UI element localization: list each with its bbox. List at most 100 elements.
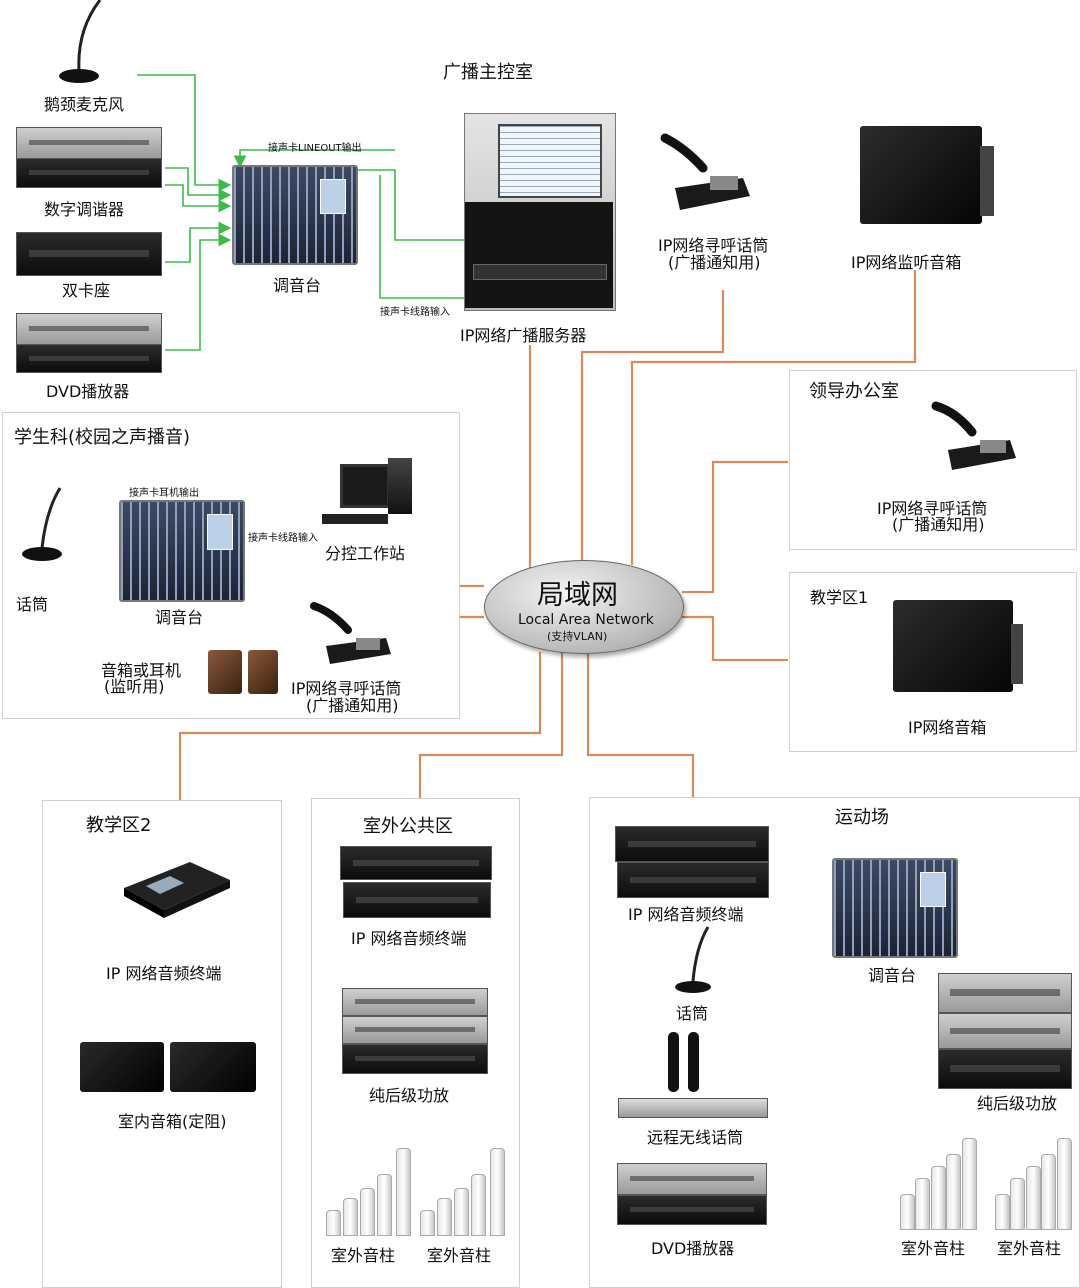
outdoor-amp-label: 纯后级功放	[369, 1086, 450, 1105]
stadium-column-group-1	[900, 1138, 980, 1230]
lineout-note: 接声卡LINEOUT输出	[268, 143, 362, 154]
dual-deck-label: 双卡座	[62, 281, 111, 300]
stadium-column-label-1: 室外音柱	[901, 1239, 966, 1258]
stadium-dvd-rear	[617, 1195, 767, 1225]
dvd-player-rear	[16, 344, 162, 373]
tuner-rear	[16, 158, 162, 188]
wireless-mic-label: 远程无线话筒	[647, 1128, 744, 1147]
server-device	[464, 113, 616, 311]
monitor-speaker-label: IP网络监听音箱	[851, 253, 962, 272]
server-label: IP网络广播服务器	[460, 326, 587, 345]
outdoor-column-label-1: 室外音柱	[331, 1246, 396, 1265]
column-speaker-icon	[471, 1174, 486, 1236]
column-speaker-icon	[962, 1138, 977, 1230]
column-speaker-icon	[1010, 1178, 1025, 1230]
column-speaker-icon	[437, 1198, 452, 1236]
leader-office-panel	[789, 370, 1077, 550]
indoor-speaker-icon	[80, 1042, 164, 1092]
control-mixer-device	[232, 165, 358, 265]
stadium-mic-label: 话筒	[676, 1004, 709, 1023]
network-wires	[178, 270, 917, 830]
stadium-terminal-device	[615, 826, 769, 862]
gooseneck-mic-icon	[55, 0, 105, 88]
paging-mic-icon	[655, 128, 755, 216]
stadium-amp-device	[938, 973, 1072, 1013]
control-room-title: 广播主控室	[443, 62, 533, 83]
student-mixer-label: 调音台	[155, 608, 204, 627]
teaching1-speaker-icon	[893, 600, 1023, 692]
column-speaker-icon	[490, 1148, 505, 1236]
stadium-column-label-2: 室外音柱	[997, 1239, 1062, 1258]
gooseneck-mic-label: 鹅颈麦克风	[44, 95, 125, 114]
student-mixer-device	[119, 500, 245, 602]
column-speaker-icon	[1041, 1154, 1056, 1230]
tuner-device	[16, 127, 162, 159]
outdoor-title: 室外公共区	[363, 816, 453, 837]
column-speaker-icon	[1057, 1138, 1072, 1230]
stadium-terminal-label: IP 网络音频终端	[628, 905, 744, 924]
student-speaker-sublabel: (监听用)	[104, 677, 165, 696]
teaching1-speaker-label: IP网络音箱	[908, 718, 987, 737]
paging-mic-label: IP网络寻呼话筒	[658, 236, 769, 255]
outdoor-amp-rear	[342, 1044, 488, 1074]
outdoor-column-group-1	[326, 1148, 412, 1236]
teaching2-title: 教学区2	[86, 815, 152, 836]
tuner-label: 数字调谐器	[44, 200, 125, 219]
column-speaker-icon	[946, 1154, 961, 1230]
column-speaker-icon	[377, 1174, 392, 1236]
column-speaker-icon	[326, 1210, 341, 1236]
student-speaker-icon	[208, 650, 242, 694]
teaching2-terminal-label: IP 网络音频终端	[106, 964, 222, 983]
stadium-amp-device-2	[938, 1013, 1072, 1049]
teaching1-title: 教学区1	[810, 588, 869, 607]
workstation-label: 分控工作站	[325, 544, 406, 563]
teaching2-terminal-icon	[120, 858, 232, 920]
stadium-dvd-label: DVD播放器	[651, 1239, 735, 1258]
column-speaker-icon	[454, 1188, 469, 1236]
stadium-terminal-rear	[617, 862, 769, 898]
column-speaker-icon	[343, 1198, 358, 1236]
outdoor-terminal-label: IP 网络音频终端	[351, 929, 467, 948]
student-speaker-icon-2	[248, 650, 278, 694]
stadium-mic-icon	[668, 925, 718, 997]
workstation-icon	[322, 458, 418, 528]
student-office-title: 学生科(校园之声播音)	[14, 427, 191, 448]
column-speaker-icon	[420, 1210, 435, 1236]
column-speaker-icon	[360, 1188, 375, 1236]
lan-note: (支持VLAN)	[547, 630, 608, 643]
student-mic-icon	[16, 486, 66, 566]
outdoor-terminal-rear	[343, 882, 491, 918]
stadium-mixer-device	[832, 858, 958, 958]
earphone-note: 接声卡耳机输出	[129, 488, 199, 499]
column-speaker-icon	[900, 1194, 915, 1230]
student-linein-note: 接声卡线路输入	[248, 533, 318, 544]
monitor-speaker-icon	[860, 126, 994, 224]
lan-title: 局域网	[537, 580, 618, 611]
stadium-amp-rear	[938, 1049, 1072, 1089]
outdoor-amp-device-2	[342, 1016, 488, 1044]
lan-cloud: 局域网 Local Area Network (支持VLAN)	[484, 560, 684, 654]
stadium-amp-label: 纯后级功放	[977, 1094, 1058, 1113]
student-mic-label: 话筒	[16, 595, 49, 614]
outdoor-column-group-2	[420, 1148, 506, 1236]
dvd-player-device	[16, 313, 162, 345]
stadium-column-group-2	[995, 1138, 1075, 1230]
dual-deck-device	[16, 232, 162, 276]
leader-paging-mic-icon	[930, 398, 1018, 478]
column-speaker-icon	[995, 1194, 1010, 1230]
dvd-player-label: DVD播放器	[46, 382, 130, 401]
lan-subtitle: Local Area Network	[518, 612, 654, 628]
student-speaker-label: 音箱或耳机	[101, 661, 182, 680]
indoor-speaker-label: 室内音箱(定阻)	[118, 1112, 227, 1131]
column-speaker-icon	[1026, 1166, 1041, 1230]
stadium-mixer-label: 调音台	[868, 966, 917, 985]
wireless-mic-icon	[618, 1032, 768, 1118]
outdoor-amp-device	[342, 988, 488, 1016]
stadium-dvd-device	[617, 1163, 767, 1195]
column-speaker-icon	[915, 1178, 930, 1230]
stadium-title: 运动场	[835, 807, 889, 828]
column-speaker-icon	[931, 1166, 946, 1230]
student-paging-mic-sublabel: (广播通知用)	[306, 696, 399, 715]
outdoor-terminal-device	[340, 846, 492, 880]
paging-mic-sublabel: (广播通知用)	[668, 253, 761, 272]
